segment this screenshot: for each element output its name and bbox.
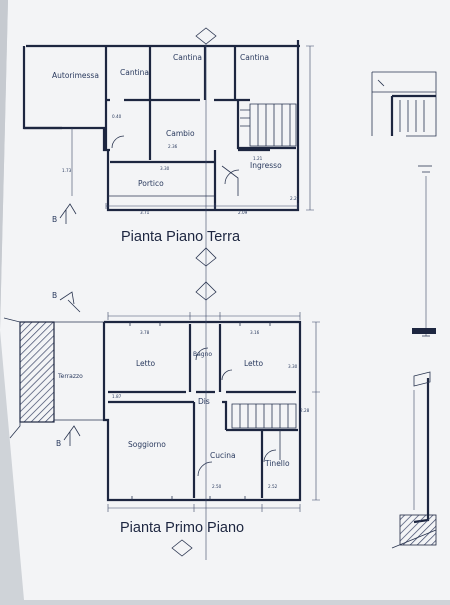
- gf-dim-3: 3.30: [160, 166, 170, 171]
- gf-dim-1: 3.71: [140, 210, 150, 215]
- ff-room-soggiorno: Soggiorno: [128, 440, 166, 449]
- ff-dim-5: 1.87: [112, 394, 122, 399]
- ff-room-terrazzo: Terrazzo: [57, 373, 83, 380]
- gf-dim-8: 2.21: [290, 196, 300, 201]
- ff-dim-3: 2.28: [300, 408, 310, 413]
- ff-dim-2: 3.16: [250, 330, 260, 335]
- ff-room-letto-1: Letto: [136, 359, 156, 368]
- ff-section-arrow-bottom: [171, 539, 193, 557]
- svg-text:B: B: [52, 215, 57, 224]
- ff-room-cucina: Cucina: [210, 451, 236, 460]
- section-ground-hatch: [399, 514, 437, 546]
- gf-room-autorimessa: Autorimessa: [52, 71, 99, 80]
- ground-floor-plan: 3.71 2.09 3.30 2.36 0.40 1.73 1.21 2.21 …: [22, 27, 314, 300]
- ff-room-tinello: Tinello: [264, 459, 290, 468]
- gf-section-arrow-bottom: [195, 247, 217, 267]
- svg-text:B: B: [52, 291, 57, 300]
- ground-floor-title: Pianta Piano Terra: [121, 229, 241, 245]
- first-floor-title: Pianta Primo Piano: [120, 520, 244, 536]
- gf-room-cantina-3: Cantina: [240, 53, 269, 62]
- gf-dim-4: 2.36: [168, 144, 178, 149]
- gf-room-cantina-1: Cantina: [120, 68, 149, 77]
- gf-room-portico: Portico: [138, 179, 164, 188]
- ff-dim-4: 3.30: [288, 364, 298, 369]
- ff-section-arrow-bottom-left: B: [56, 425, 81, 448]
- gf-dim-7: 1.21: [253, 156, 263, 161]
- first-floor-plan: 3.78 3.16 2.28 3.30 1.87 2.50 2.52 Letto…: [3, 281, 320, 560]
- gf-dim-6: 1.73: [62, 168, 72, 173]
- ff-dim-1: 3.78: [140, 330, 150, 335]
- ff-room-bagno: Bagno: [193, 351, 212, 358]
- ff-dim-7: 2.52: [268, 484, 278, 489]
- ground-stairs: [240, 103, 297, 147]
- ff-room-dis: Dis: [198, 397, 210, 406]
- gf-section-arrow-left: B: [52, 203, 77, 224]
- svg-text:B: B: [56, 439, 61, 448]
- section-drawings: [371, 71, 437, 549]
- ff-stairs: [231, 403, 297, 460]
- gf-room-ingresso: Ingresso: [250, 161, 282, 170]
- ff-terrace-wall-hatch: [19, 321, 55, 423]
- ff-dim-6: 2.50: [212, 484, 222, 489]
- gf-dim-2: 2.09: [238, 210, 248, 215]
- ff-section-arrow-top: [195, 281, 217, 560]
- gf-dim-5: 0.40: [112, 114, 122, 119]
- gf-section-arrow-top: [195, 27, 217, 300]
- ff-section-arrow-left: B: [52, 291, 81, 313]
- ff-room-letto-2: Letto: [244, 359, 264, 368]
- gf-room-cantina-2: Cantina: [173, 53, 202, 62]
- section-base-slab: [412, 328, 436, 334]
- gf-room-cambio: Cambio: [166, 129, 195, 138]
